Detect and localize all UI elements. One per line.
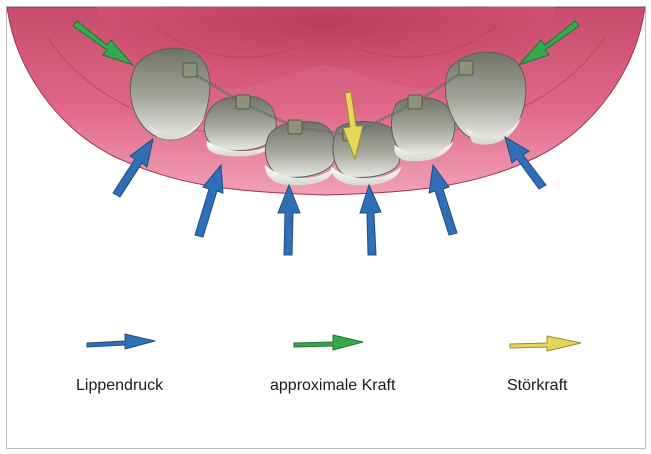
lip-pressure-arrow: [428, 163, 458, 236]
legend-label-lip-pressure: Lippendruck: [76, 377, 164, 394]
lip-pressure-arrow: [194, 163, 224, 238]
figure-frame: Lippendruck approximale Kraft Störkraft: [6, 6, 646, 449]
lip-pressure-arrows: [112, 135, 547, 256]
lip-pressure-arrow: [504, 135, 547, 190]
approximal-force-arrows: [72, 20, 580, 67]
tooth-left-canine: [129, 47, 211, 141]
legend-label-disturbing-force: Störkraft: [507, 377, 568, 394]
approximal-force-arrow: [72, 20, 135, 67]
tooth-right-lateral: [390, 96, 456, 162]
legend-arrow-approximal-force: [293, 334, 364, 351]
tooth-right-central: [331, 121, 402, 186]
legend-arrow-lip-pressure: [86, 333, 156, 350]
disturbing-force-arrow: [342, 91, 364, 161]
lip-pressure-arrow: [277, 183, 301, 256]
dental-arch-diagram: [7, 7, 645, 352]
legend-label-approximal-force: approximale Kraft: [270, 377, 396, 394]
lip-pressure-arrow: [359, 183, 382, 256]
legend-arrow-disturbing-force: [509, 335, 582, 352]
approximal-force-arrow: [517, 20, 580, 67]
lip-pressure-arrow: [112, 137, 154, 198]
teeth: [129, 47, 527, 186]
